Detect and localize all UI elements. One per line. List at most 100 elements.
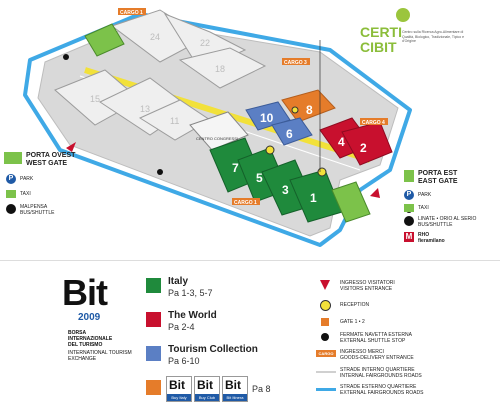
reception-icon <box>320 300 331 311</box>
entrance-arrow-icon <box>66 142 76 152</box>
centro-congressi-label: CENTRO CONGRESSI <box>196 136 238 141</box>
parking-lot-west <box>84 23 125 57</box>
bit-year: 2009 <box>78 312 101 323</box>
internal-road-icon <box>316 371 336 373</box>
pavilion-number: 3 <box>282 183 289 197</box>
grey-pavilions <box>54 9 267 141</box>
cargo-label: CARGO 1 <box>234 200 257 206</box>
pavilion-number: 7 <box>232 161 239 175</box>
key-cargo-text: INGRESSO MERCI GOODS-DELIVERY ENTRANCE <box>340 349 414 361</box>
key-entrance-text: INGRESSO VISITATORI VISITORS ENTRANCE <box>340 280 395 292</box>
reception-icon <box>291 106 299 114</box>
cargo-label: CARGO 4 <box>362 120 385 126</box>
pavilion-number: 4 <box>338 135 345 149</box>
pavilion-number-grey: 15 <box>90 94 100 104</box>
shuttle-stop-icon <box>63 54 69 60</box>
cargo-label: CARGO 1 <box>120 10 143 16</box>
pavilion-number: 2 <box>360 141 367 155</box>
legend-sub-bit: Pa 8 <box>252 384 271 394</box>
entrance-arrow-icon <box>370 188 380 198</box>
west-taxi-label: TAXI <box>20 191 31 197</box>
bus-icon <box>6 204 16 214</box>
key-internal-road-text: STRADE INTERNO QUARTIERE INTERNAL FAIRGR… <box>340 367 422 379</box>
external-road-icon <box>316 388 336 391</box>
legend-sub-tourism: Pa 6-10 <box>168 356 200 366</box>
key-external-road-text: STRADE ESTERNO QUARTIERE EXTERNAL FAIRGR… <box>340 384 424 396</box>
divider <box>0 260 500 261</box>
shuttle-stop-icon <box>157 169 163 175</box>
west-gate-line2: WEST GATE <box>26 160 68 167</box>
certicibit-tagline: Centro sulla Ricerca Agro-Alimentare di … <box>402 30 465 43</box>
gate-icon <box>404 170 414 182</box>
taxi-icon <box>6 190 16 198</box>
key-shuttle-text: FERMATE NAVETTA ESTERNA EXTERNAL SHUTTLE… <box>340 332 412 344</box>
bit-logo: Bit <box>62 272 108 313</box>
certicibit-leaf-icon <box>396 8 410 22</box>
pavilion-grey <box>178 47 267 89</box>
east-gate-panel: PORTA EST EAST GATE P PARK TAXI LINATE •… <box>404 170 498 250</box>
bit-name-it: BORSA INTERNAZIONALE DEL TURISMO <box>68 330 113 348</box>
shuttle-stop-icon <box>321 333 329 341</box>
cargo-icon: CARGO <box>316 350 336 357</box>
legend-sub-italy: Pa 1-3, 5-7 <box>168 288 213 298</box>
pavilion-number: 10 <box>260 111 274 125</box>
legend-title-italy: Italy <box>168 276 189 287</box>
east-park-label: PARK <box>418 192 432 198</box>
legend-title-world: The World <box>168 310 217 321</box>
pavilion-number-grey: 13 <box>140 104 150 114</box>
certicibit-title-1: CERTI <box>360 24 402 40</box>
pavilion-number: 6 <box>286 127 293 141</box>
key-gate-text: GATE 1 • 2 <box>340 319 365 325</box>
cargo-badge <box>282 58 310 65</box>
map-key: INGRESSO VISITATORI VISITORS ENTRANCE RE… <box>314 278 498 408</box>
east-gate-line2: EAST GATE <box>418 178 458 185</box>
pavilion-number-grey: 24 <box>150 32 160 42</box>
east-gate-line1: PORTA EST <box>418 170 458 177</box>
pavilion-number: 1 <box>310 191 317 205</box>
entrance-arrow-icon <box>320 280 330 290</box>
legend-title-tourism: Tourism Collection <box>168 344 258 355</box>
legend-swatch-bit <box>146 380 161 395</box>
taxi-icon <box>404 204 414 212</box>
east-taxi-label: TAXI <box>418 205 429 211</box>
pavilion-2 <box>341 121 393 166</box>
east-metro-label: RHO fieramilano <box>418 232 445 244</box>
gate-icon <box>4 152 22 164</box>
pavilion-6 <box>271 117 313 146</box>
pavilion-number: 8 <box>306 103 313 117</box>
legend: Italy Pa 1-3, 5-7 The World Pa 2-4 Touri… <box>140 276 310 406</box>
legend-sub-world: Pa 2-4 <box>168 322 195 332</box>
pavilion-number-grey: 18 <box>215 64 225 74</box>
west-park-label: PARK <box>20 176 34 182</box>
pavilion-number-grey: 11 <box>170 116 179 126</box>
entrance-arrows <box>66 142 380 198</box>
pavilion-8 <box>281 89 336 123</box>
cargo-label: CARGO 3 <box>284 60 307 66</box>
bus-icon <box>404 216 414 226</box>
certicibit-title-2: CIBIT <box>360 39 397 55</box>
certicibit-logo: CERTI CIBIT Centro sulla Ricerca Agro-Al… <box>358 6 498 66</box>
east-bus-label: LINATE • ORIO AL SERIO BUS/SHUTTLE <box>418 216 477 228</box>
west-gate-line1: PORTA OVEST <box>26 152 76 159</box>
grey-pavilion-numbers: 24 22 18 15 13 11 <box>90 32 225 126</box>
metro-icon: M <box>404 232 414 242</box>
parking-icon: P <box>6 174 16 184</box>
pavilion-numbers: 8 10 6 4 2 7 5 3 1 <box>232 103 367 205</box>
legend-swatch-tourism <box>146 346 161 361</box>
parking-lot-east <box>331 181 371 223</box>
west-bus-label: MALPENSA BUS/SHUTTLE <box>20 204 55 216</box>
legend-swatch-world <box>146 312 161 327</box>
parking-icon: P <box>404 190 414 200</box>
reception-icon <box>265 145 275 155</box>
bit-logo-block: Bit 2009 BORSA INTERNAZIONALE DEL TURISM… <box>22 272 132 402</box>
cargo-badge <box>118 8 146 15</box>
cargo-labels: CARGO 1 CARGO 3 CARGO 4 CARGO 1 <box>118 8 388 206</box>
reception-icon <box>317 167 327 177</box>
pavilion-number-grey: 22 <box>200 38 210 48</box>
cargo-badge <box>232 198 260 205</box>
gate-icon <box>321 318 329 326</box>
